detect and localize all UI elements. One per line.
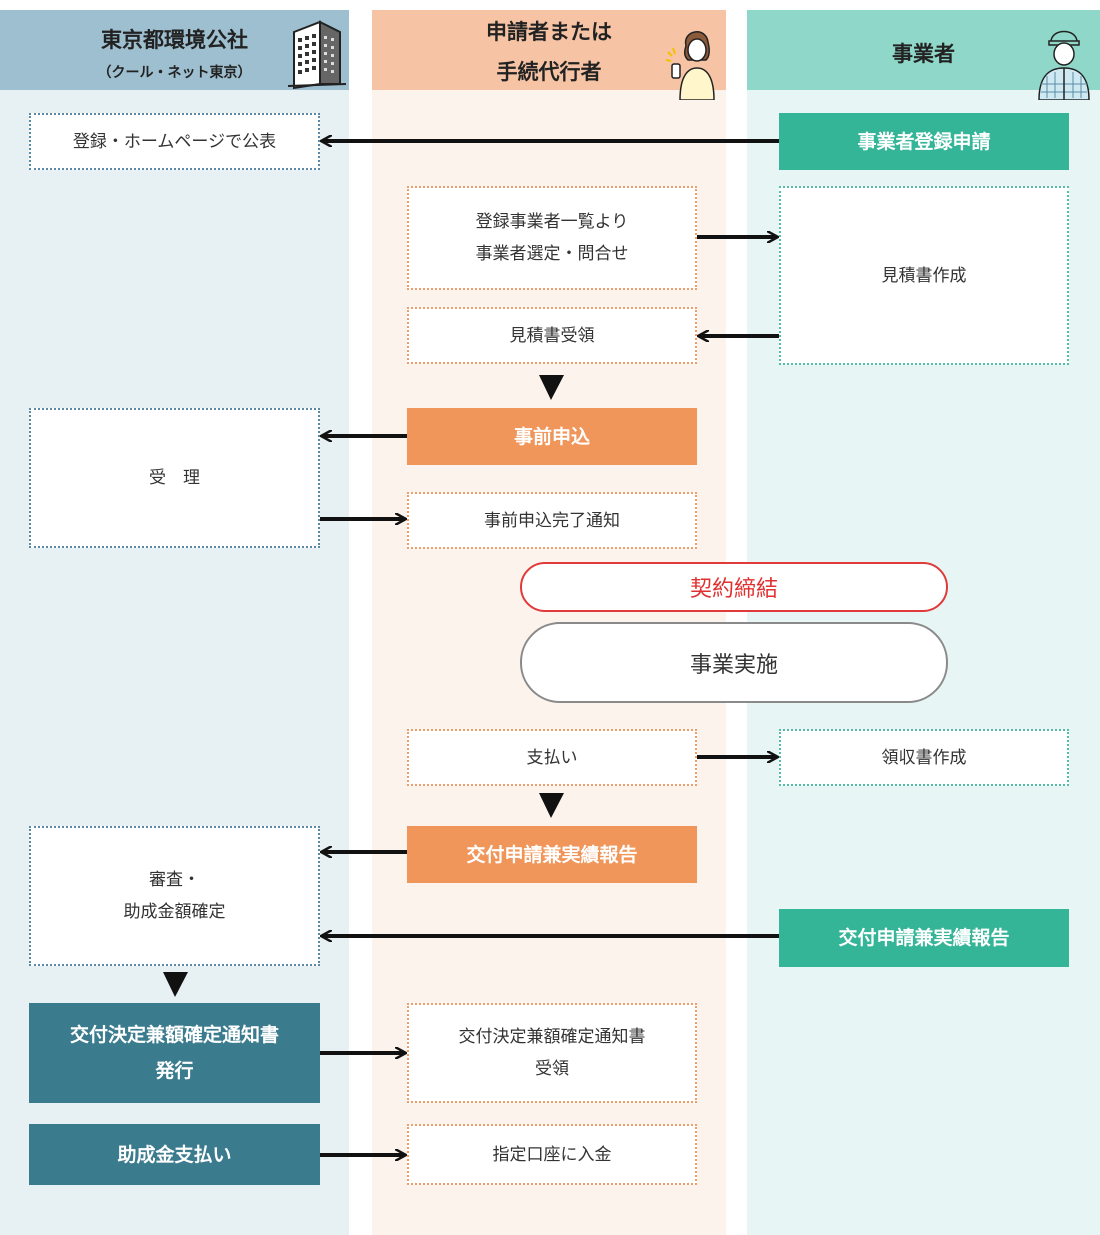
lane-title: 事業者 bbox=[892, 42, 955, 66]
review-box: 審査・助成金額確定 bbox=[29, 826, 320, 966]
down-triangle-estimate bbox=[539, 375, 564, 400]
lane-header-applicant: 申請者または 手続代行者 bbox=[372, 10, 726, 100]
payment-box: 支払い bbox=[407, 729, 697, 786]
office-building-icon bbox=[287, 20, 347, 90]
subsidy-payment-box: 助成金支払い bbox=[29, 1124, 320, 1185]
lane-title-line1: 申請者または bbox=[486, 20, 612, 44]
lane-header-corporation: 東京都環境公社 （クール・ネット東京） bbox=[0, 10, 349, 90]
decision-issue-box: 交付決定兼額確定通知書発行 bbox=[29, 1003, 320, 1103]
implement-pill: 事業実施 bbox=[520, 622, 948, 703]
lane-title-line2: 手続代行者 bbox=[496, 60, 602, 84]
estimate-make-box: 見積書作成 bbox=[779, 186, 1069, 365]
contract-pill: 契約締結 bbox=[520, 562, 948, 612]
applicant-woman-icon bbox=[665, 31, 715, 100]
lane-header-contractor: 事業者 bbox=[747, 10, 1100, 100]
down-triangle-payment bbox=[539, 793, 564, 818]
decision-receive-box: 交付決定兼額確定通知書受領 bbox=[407, 1003, 697, 1103]
pre-apply-done-box: 事前申込完了通知 bbox=[407, 492, 697, 549]
pre-apply-box: 事前申込 bbox=[407, 408, 697, 465]
deposit-box: 指定口座に入金 bbox=[407, 1124, 697, 1185]
accept-box: 受 理 bbox=[29, 408, 320, 548]
grant-apply-mid-box: 交付申請兼実績報告 bbox=[407, 826, 697, 883]
worker-icon bbox=[1038, 30, 1090, 100]
lane-subtitle: （クール・ネット東京） bbox=[97, 65, 252, 81]
publish-box: 登録・ホームページで公表 bbox=[29, 113, 320, 170]
estimate-receive-box: 見積書受領 bbox=[407, 307, 697, 364]
select-contractor-box: 登録事業者一覧より事業者選定・問合せ bbox=[407, 186, 697, 290]
register-apply-box: 事業者登録申請 bbox=[779, 113, 1069, 170]
lane-title: 東京都環境公社 bbox=[101, 28, 248, 52]
down-triangle-review bbox=[163, 972, 188, 997]
receipt-make-box: 領収書作成 bbox=[779, 729, 1069, 786]
grant-apply-right-box: 交付申請兼実績報告 bbox=[779, 909, 1069, 967]
